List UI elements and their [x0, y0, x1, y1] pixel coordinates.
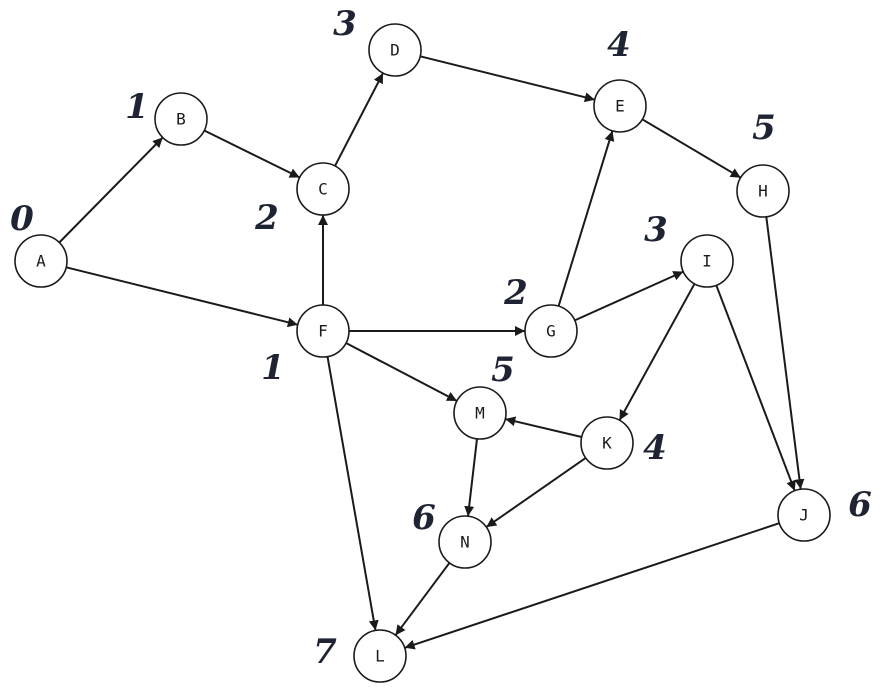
edge-f-m [345, 342, 458, 402]
node-label: F [318, 322, 328, 341]
node-n: N [438, 515, 492, 569]
level-label-h: 5 [752, 108, 776, 148]
level-label-l: 7 [313, 632, 337, 672]
edge-g-i [574, 270, 684, 322]
level-label-m: 5 [491, 350, 515, 390]
node-circle [680, 234, 734, 288]
node-circle [368, 23, 422, 77]
level-label-j: 6 [848, 485, 872, 525]
node-circle [593, 79, 647, 133]
node-a: A [14, 234, 68, 288]
node-k: K [580, 416, 634, 470]
node-circle [777, 488, 831, 542]
node-l: L [353, 629, 407, 683]
node-m: M [453, 386, 507, 440]
edge-k-n [485, 457, 587, 528]
node-h: H [736, 164, 790, 218]
nodes-layer: A B C D E F G H I J K L M N [14, 23, 831, 683]
node-label: K [602, 434, 612, 453]
level-label-i: 3 [644, 210, 668, 250]
edges-layer [58, 55, 805, 650]
node-circle [353, 629, 407, 683]
edge-a-f [65, 266, 299, 328]
edge-a-b [58, 136, 164, 244]
edge-i-k [618, 283, 696, 421]
node-c: C [296, 162, 350, 216]
node-circle [296, 304, 350, 358]
level-label-f: 1 [261, 348, 285, 388]
node-j: J [777, 488, 831, 542]
node-label: A [36, 252, 46, 271]
node-label: I [702, 252, 712, 271]
edge-e-h [641, 118, 742, 179]
edge-f-l [326, 356, 379, 631]
node-label: J [799, 506, 809, 525]
node-label: L [375, 647, 385, 666]
node-label: N [460, 533, 470, 552]
node-label: H [758, 182, 768, 201]
node-f: F [296, 304, 350, 358]
node-e: E [593, 79, 647, 133]
level-label-e: 4 [607, 25, 631, 65]
edge-i-j [715, 284, 796, 492]
node-label: D [390, 41, 400, 60]
node-b: B [154, 92, 208, 146]
edge-d-e [419, 55, 596, 103]
node-i: I [680, 234, 734, 288]
node-label: M [475, 404, 485, 423]
node-circle [580, 416, 634, 470]
level-label-g: 2 [503, 273, 528, 313]
node-circle [438, 515, 492, 569]
edge-b-c [203, 129, 301, 179]
node-circle [296, 162, 350, 216]
node-circle [524, 304, 578, 358]
node-label: B [176, 110, 186, 129]
edge-m-n [464, 438, 478, 517]
edge-k-m [505, 416, 582, 438]
node-label: E [615, 97, 625, 116]
level-label-c: 2 [254, 198, 279, 238]
level-label-n: 6 [412, 498, 436, 538]
edge-h-j [765, 216, 805, 490]
edge-j-l [404, 522, 780, 650]
node-g: G [524, 304, 578, 358]
node-label: G [546, 322, 556, 341]
node-circle [453, 386, 507, 440]
node-circle [154, 92, 208, 146]
node-d: D [368, 23, 422, 77]
node-circle [736, 164, 790, 218]
edge-c-d [334, 72, 384, 167]
level-label-k: 4 [643, 428, 667, 468]
node-label: C [318, 180, 328, 199]
edge-g-e [557, 130, 615, 307]
edge-n-l [394, 562, 451, 636]
level-label-d: 3 [333, 4, 357, 44]
level-label-b: 1 [125, 87, 149, 127]
node-circle [14, 234, 68, 288]
level-label-a: 0 [10, 199, 34, 239]
levels-layer: 0 1 2 3 4 1 2 5 3 6 4 7 5 6 [10, 4, 872, 672]
